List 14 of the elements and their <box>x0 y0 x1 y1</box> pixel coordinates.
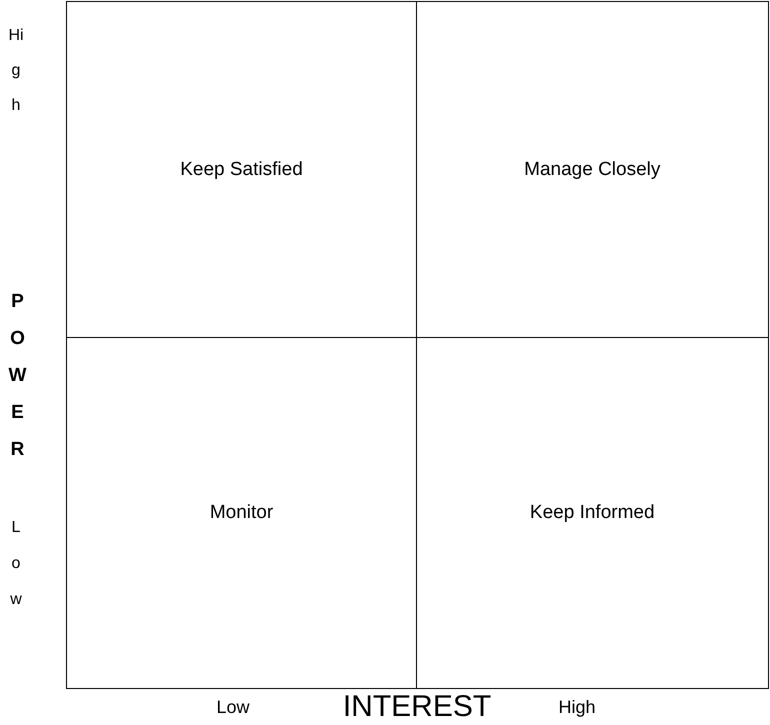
quadrant-label: Keep Informed <box>530 502 655 524</box>
axis-end-label: High <box>558 698 596 718</box>
quadrant-label: Monitor <box>210 502 274 524</box>
axis-title: INTEREST <box>342 690 492 723</box>
quadrant-box <box>66 336 417 689</box>
axis-end-label: High <box>8 26 24 116</box>
axis-end-label: Low <box>9 518 23 610</box>
quadrant-label: Manage Closely <box>524 158 660 180</box>
quadrant-label: Keep Satisfied <box>180 158 303 180</box>
axis-end-label: Low <box>216 698 250 718</box>
quadrant-box <box>66 1 417 338</box>
quadrant-box <box>416 1 769 338</box>
axis-title: POWER <box>8 290 27 462</box>
quadrant-box <box>416 336 769 689</box>
